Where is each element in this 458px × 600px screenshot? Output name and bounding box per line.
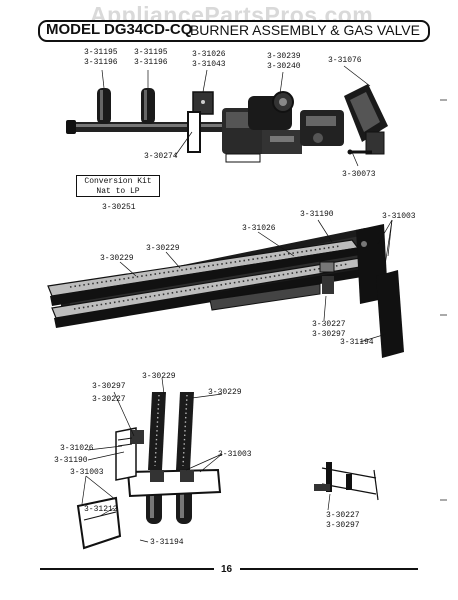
burner-detail: [76, 392, 222, 550]
part-label: 3-30274: [144, 152, 178, 161]
part-label: 3-31195: [134, 48, 168, 57]
page-number: 16: [221, 564, 233, 575]
conversion-kit-part: 3-30251: [102, 203, 136, 212]
part-label: 3-31212: [84, 505, 118, 514]
part-label: 3-30073: [342, 170, 376, 179]
part-label: 3-31043: [192, 60, 226, 69]
part-label: 3-31196: [134, 58, 168, 67]
part-label: 3-31003: [218, 450, 252, 459]
header-banner: MODEL DG34CD-CQ BURNER ASSEMBLY & GAS VA…: [38, 20, 430, 42]
part-label: 3-31026: [242, 224, 276, 233]
part-label: 3-30297: [92, 382, 126, 391]
part-label: 3-30239: [267, 52, 301, 61]
part-label: 3-31076: [328, 56, 362, 65]
diagram-title: BURNER ASSEMBLY & GAS VALVE: [189, 22, 420, 38]
part-label: 3-31195: [84, 48, 118, 57]
conversion-kit-line1: Conversion Kit: [84, 177, 152, 186]
part-label: 3-31194: [150, 538, 184, 547]
part-label: 3-30229: [208, 388, 242, 397]
conversion-kit-line2: Nat to LP: [96, 187, 140, 196]
part-label: 3-31196: [84, 58, 118, 67]
part-label: 3-30227: [312, 320, 346, 329]
part-label: 3-30297: [326, 521, 360, 530]
part-label: 3-31190: [54, 456, 88, 465]
part-label: 3-31190: [300, 210, 334, 219]
part-label: 3-31026: [192, 50, 226, 59]
conversion-kit-box: Conversion Kit Nat to LP: [76, 175, 160, 197]
part-label: 3-30240: [267, 62, 301, 71]
part-label: 3-30227: [92, 395, 126, 404]
part-label: 3-30229: [142, 372, 176, 381]
burner-tray-assembly: [47, 224, 404, 358]
model-number: MODEL DG34CD-CQ: [46, 21, 193, 38]
part-label: 3-31003: [382, 212, 416, 221]
leader-lines: [81, 65, 393, 543]
gas-valve-assembly: [66, 84, 388, 163]
part-label: 3-30227: [326, 511, 360, 520]
part-label: 3-31026: [60, 444, 94, 453]
part-label: 3-30229: [100, 254, 134, 263]
part-label: 3-31003: [70, 468, 104, 477]
part-label: 3-30229: [146, 244, 180, 253]
part-label: 3-30297: [312, 330, 346, 339]
thermocouple-detail: [314, 462, 379, 501]
part-label: 3-31194: [340, 338, 374, 347]
